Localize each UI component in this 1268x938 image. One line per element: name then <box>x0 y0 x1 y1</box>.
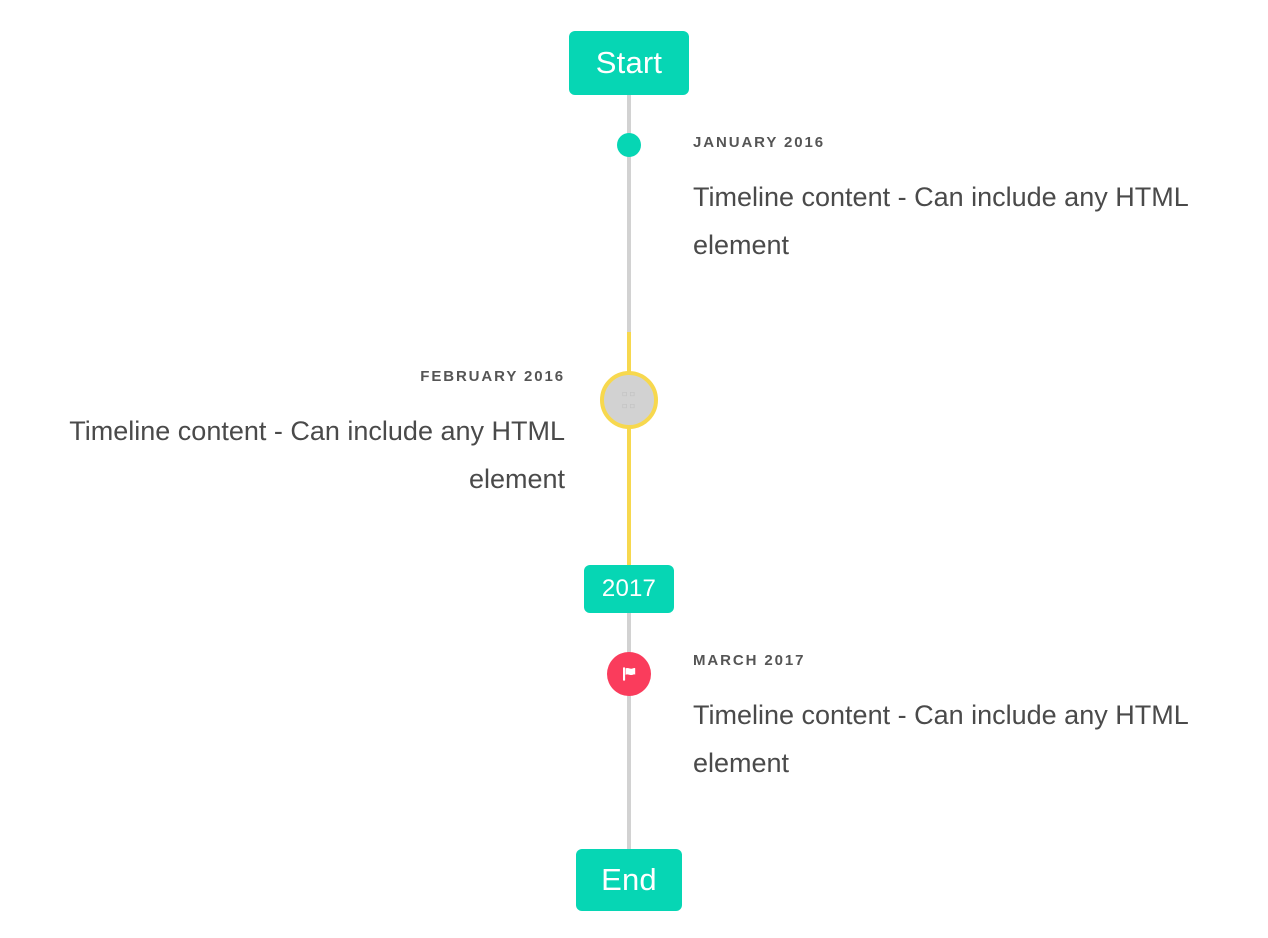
timeline-entry-date: JANUARY 2016 <box>693 134 826 151</box>
timeline-entry-february: FEBRUARY 2016 Timeline content - Can inc… <box>25 368 565 503</box>
timeline-rail-segment-top <box>627 88 631 332</box>
timeline-entry-body: Timeline content - Can include any HTML … <box>69 416 565 495</box>
timeline-year-badge[interactable]: 2017 <box>584 565 674 613</box>
timeline-rail-segment-bottom <box>627 610 631 855</box>
timeline-marker-dot-january[interactable] <box>617 133 641 157</box>
missing-glyph-icon: ▫▫ ▫▫ <box>621 387 637 412</box>
timeline-entry-body: Timeline content - Can include any HTML … <box>693 182 1188 261</box>
timeline-marker-flag-march[interactable] <box>607 652 651 696</box>
timeline-rail-segment-highlighted <box>627 332 631 565</box>
timeline-start-badge[interactable]: Start <box>569 31 689 95</box>
timeline-end-badge[interactable]: End <box>576 849 682 911</box>
timeline-entry-march: MARCH 2017 Timeline content - Can includ… <box>693 652 1223 787</box>
timeline-entry-body: Timeline content - Can include any HTML … <box>693 700 1188 779</box>
timeline-entry-january: JANUARY 2016 Timeline content - Can incl… <box>693 134 1223 269</box>
timeline-entry-date: MARCH 2017 <box>693 652 806 669</box>
timeline-marker-ring-february[interactable]: ▫▫ ▫▫ <box>600 371 658 429</box>
flag-icon <box>619 664 639 684</box>
timeline-entry-date: FEBRUARY 2016 <box>420 368 565 385</box>
